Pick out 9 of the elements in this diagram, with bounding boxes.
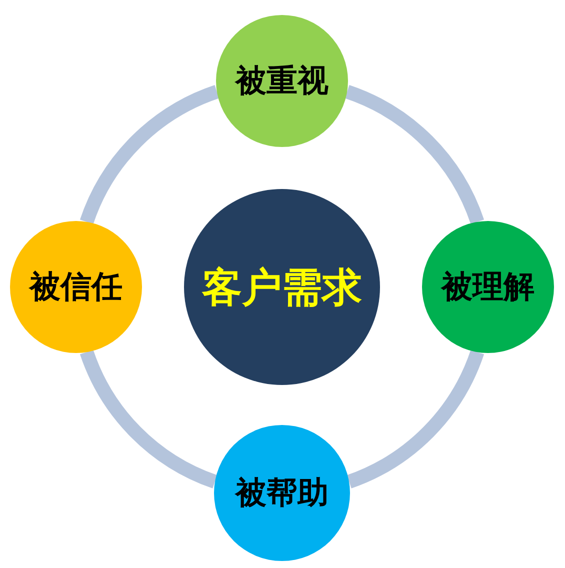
connector-arc <box>344 85 484 224</box>
node-label: 被帮助 <box>236 474 328 513</box>
connector-arc <box>80 85 220 224</box>
node-label: 被信任 <box>30 268 122 307</box>
connector-arc <box>80 350 218 488</box>
connector-arc <box>346 350 484 488</box>
node-label: 被理解 <box>442 268 534 307</box>
node-label: 被重视 <box>236 62 328 101</box>
node-label: 客户需求 <box>202 264 362 312</box>
